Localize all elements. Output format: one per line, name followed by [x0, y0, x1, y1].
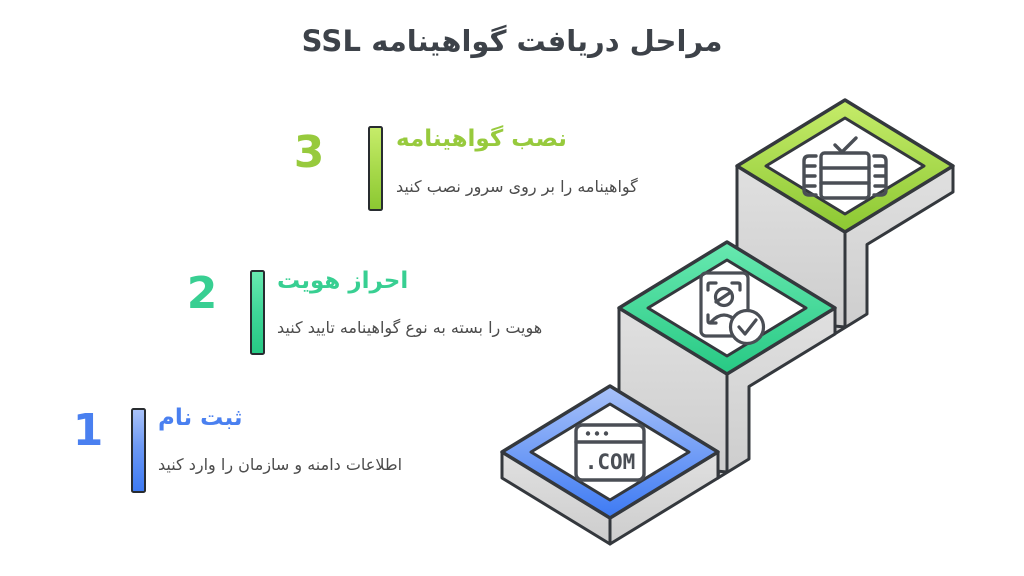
- browser-dot-2: [594, 431, 600, 436]
- step3-accent-bar: [368, 126, 383, 211]
- scan-corner-tl: [706, 281, 718, 292]
- dot-com-browser-icon: .COM: [574, 423, 646, 482]
- server-left-bracket: [802, 154, 818, 197]
- server-body: [819, 151, 871, 200]
- page-title: مراحل دریافت گواهینامه SSL: [301, 24, 723, 58]
- browser-dot-3: [603, 431, 609, 436]
- approved-check: [737, 318, 758, 336]
- step1-description: اطلاعات دامنه و سازمان را وارد کنید: [158, 455, 403, 474]
- server-shelves: [819, 166, 871, 185]
- step2-platform: [617, 240, 837, 376]
- approved-circle: [728, 308, 766, 346]
- browser-window: [574, 423, 646, 482]
- step3-description: گواهینامه را بر روی سرور نصب کنید: [396, 177, 638, 196]
- step3-number: 3: [293, 127, 325, 178]
- step2-platform-face: [646, 258, 808, 358]
- browser-dot-1: [585, 431, 591, 436]
- browser-domain-text: .COM: [585, 450, 636, 474]
- step2-accent-bar: [250, 270, 265, 355]
- identity-verification-icon: [699, 271, 766, 346]
- face-circle: [713, 286, 735, 308]
- server-checkmark-icon: [802, 136, 888, 200]
- step2-description: هویت را بسته به نوع گواهینامه تایید کنید: [277, 318, 543, 337]
- step1-label: ثبت نام: [158, 405, 243, 431]
- step2-label: احراز هویت: [277, 268, 409, 294]
- step2-number: 2: [186, 268, 218, 319]
- step1-platform-face: [529, 402, 691, 502]
- step1-accent-bar: [131, 408, 146, 493]
- step1-platform: [500, 384, 720, 520]
- server-right-bracket: [872, 154, 888, 197]
- step1-number: 1: [72, 405, 104, 456]
- id-card: [699, 271, 750, 338]
- face-slash: [714, 290, 733, 304]
- scan-corner-tr: [730, 281, 742, 292]
- step3-label: نصب گواهینامه: [396, 126, 567, 152]
